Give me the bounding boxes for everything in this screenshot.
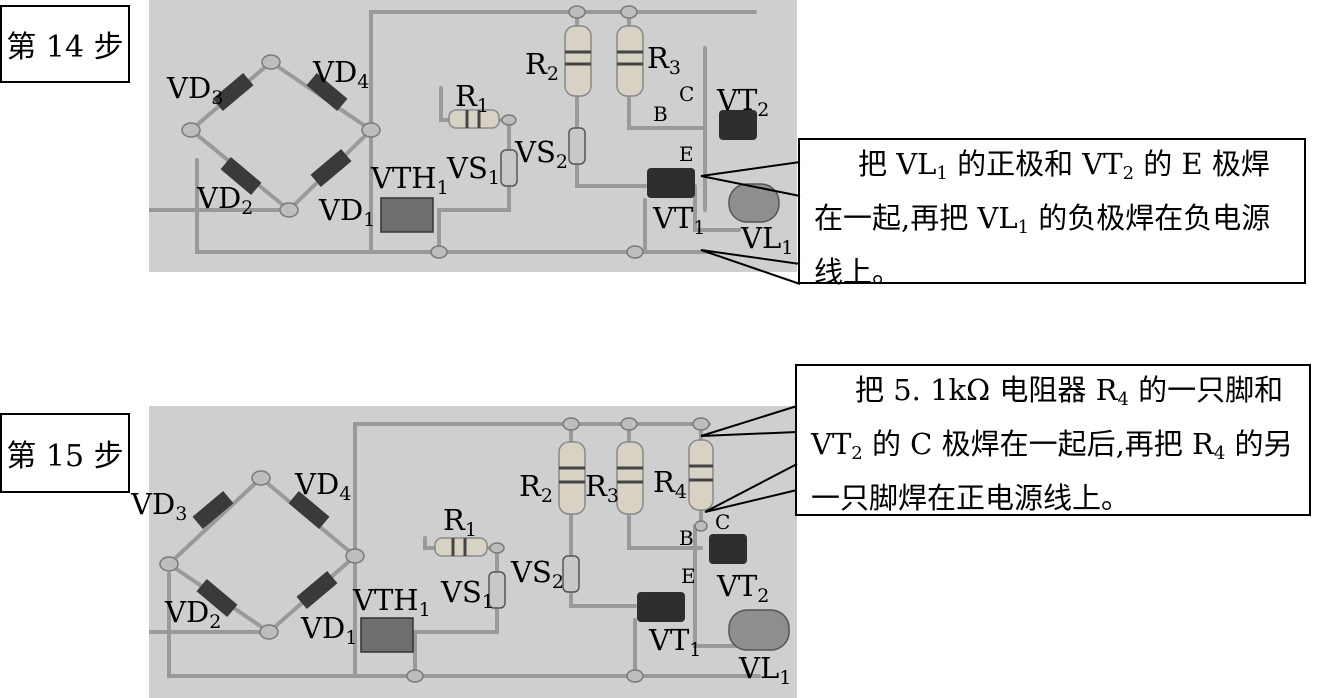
step-15-label: 第 15 步 [6,439,124,474]
step-14-label-vd4: VD4 [313,55,370,93]
step-14-callout: 把 VL1 的正极和 VT2 的 E 极焊在一起,再把 VL1 的负极焊在负电源… [798,138,1306,289]
step-15-label-r3: R3 [585,469,619,507]
step-14-label-vth1: VTH1 [371,161,449,199]
step-14-label-vd1: VD1 [319,193,376,231]
step-15-label-vd1: VD1 [301,611,358,649]
step-15-label-vth1: VTH1 [353,583,431,621]
step-15-label-vd2: VD2 [165,595,222,633]
step-14-label-vt1: VT1 [653,201,706,239]
step-15-pin-e: E [681,564,696,588]
step-15-label-vs1: VS1 [441,575,494,613]
step-15-label-vs2: VS2 [511,555,564,593]
step-15-photo: VD3 VD4 VD2 VD1 VTH1 R1 VS1 R2 R3 R4 VS2… [131,406,797,698]
step-15-label-r2: R2 [519,469,553,507]
step-15-label-vl1: VL1 [739,651,792,689]
step-14-label-box: 第 14 步 [0,5,130,83]
step-14-label-r1: R1 [455,79,489,117]
step-14-photo: VD3 VD4 VD2 VD1 VTH1 R1 VS1 R2 R3 VS2 VT… [149,0,797,272]
step-14-label-vl1: VL1 [741,221,794,259]
step-14-pin-b: B [653,102,668,126]
step-14-circuit-drawing [149,5,780,259]
step-15-pin-b: B [679,526,694,550]
step-14-pin-c: C [679,82,695,106]
step-15-callout: 把 5. 1kΩ 电阻器 R4 的一只脚和 VT2 的 C 极焊在一起后,再把 … [795,364,1311,516]
step-14-label-vt2: VT2 [717,83,770,121]
step-15-label-vd4: VD4 [295,467,352,505]
step-15-circuit-drawing [149,417,790,683]
step-14-label-r3: R3 [647,41,681,79]
step-15-label-vd3: VD3 [131,487,188,525]
step-14-label-vs1: VS1 [447,151,500,189]
step-15-pin-c: C [715,510,731,534]
step-15-label-vt1: VT1 [649,623,702,661]
step-14-label-vs2: VS2 [515,135,568,173]
step-14-label-r2: R2 [525,47,559,85]
step-15-label-box: 第 15 步 [0,413,130,493]
step-14-label-vd3: VD3 [167,71,224,109]
step-15-label-r1: R1 [443,503,477,541]
step-15-label-r4: R4 [653,465,687,503]
step-14-label-vd2: VD2 [197,181,254,219]
step-14-pin-e: E [679,142,694,166]
step-15-label-vt2: VT2 [717,569,770,607]
step-14-label: 第 14 步 [6,30,124,65]
